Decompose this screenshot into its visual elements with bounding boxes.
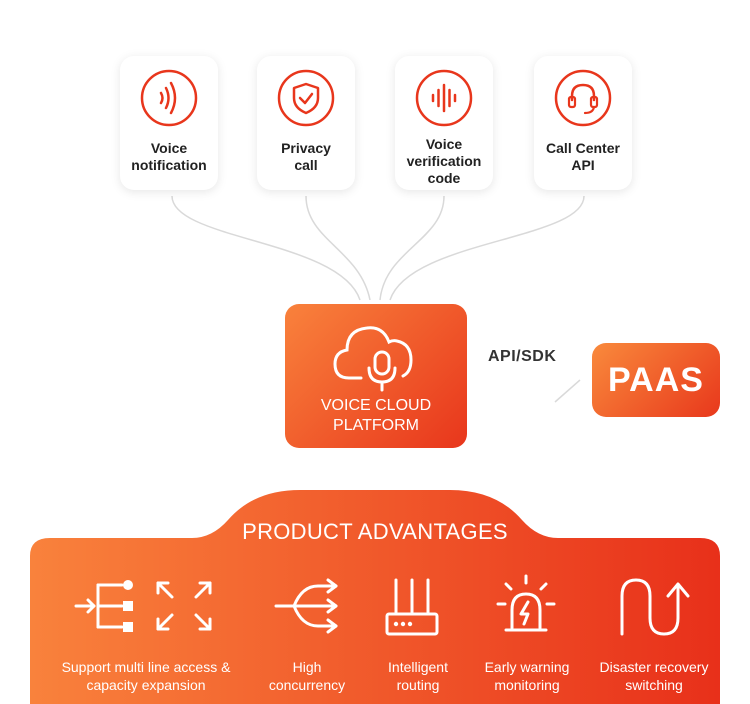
service-card-call-center-api[interactable]: Call Center API: [534, 56, 632, 190]
advantage-label: Intelligent routing: [388, 659, 448, 693]
alarm-light-icon: [496, 574, 556, 632]
advantage-label: Support multi line access & capacity exp…: [61, 659, 231, 693]
service-card-voice-verification-code[interactable]: Voice verification code: [395, 56, 493, 190]
advantage-label: Early warning monitoring: [484, 659, 570, 693]
multi-line-expand-icon: [74, 580, 212, 632]
service-label: Call Center API: [546, 140, 620, 173]
advantages-banner: [30, 490, 720, 704]
advantage-label: Disaster recovery switching: [599, 659, 709, 693]
service-label: Privacy call: [281, 140, 331, 173]
router-icon: [385, 578, 439, 636]
voice-waveform-icon: [415, 69, 473, 127]
switch-back-arrow-icon: [620, 578, 690, 636]
headset-icon: [554, 69, 612, 127]
service-card-privacy-call[interactable]: Privacy call: [257, 56, 355, 190]
api-sdk-label: API/SDK: [488, 348, 557, 365]
voice-cloud-platform: VOICE CLOUD PLATFORM: [285, 304, 467, 448]
shield-check-icon: [277, 69, 335, 127]
paas-box: PAAS: [592, 343, 720, 417]
service-label: Voice verification code: [406, 136, 482, 186]
service-card-voice-notification[interactable]: Voice notification: [120, 56, 218, 190]
branching-arrows-icon: [274, 578, 338, 634]
advantages-title: PRODUCT ADVANTAGES: [242, 519, 508, 544]
service-label: Voice notification: [131, 140, 207, 173]
sound-waves-icon: [140, 69, 198, 127]
platform-label: VOICE CLOUD PLATFORM: [320, 397, 432, 434]
cloud-microphone-icon: [333, 326, 413, 392]
advantage-label: High concurrency: [268, 659, 346, 693]
